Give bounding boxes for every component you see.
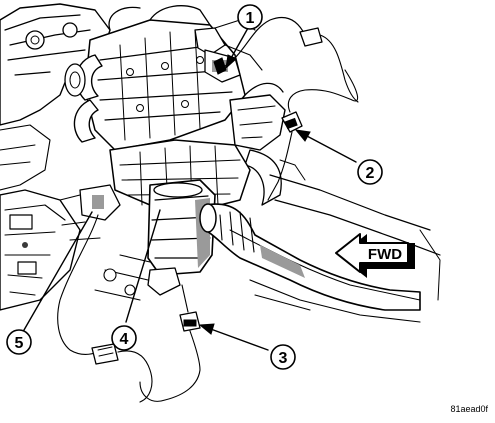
fwd-arrow: FWD (335, 233, 415, 278)
callout-1-label: 1 (246, 10, 255, 27)
callout-5-label: 5 (15, 335, 24, 352)
engine-assembly (0, 3, 441, 323)
callout-5: 5 (6, 329, 32, 355)
callout-2: 2 (357, 159, 383, 185)
callout-2-label: 2 (366, 165, 375, 182)
callout-4: 4 (111, 325, 137, 351)
oxygen-sensor-2 (267, 69, 359, 201)
fwd-label: FWD (368, 246, 402, 263)
figure-code: 81aead0f (450, 404, 488, 414)
oxygen-sensor-3 (139, 284, 201, 402)
callout-3: 3 (270, 344, 296, 370)
callout-3-label: 3 (279, 350, 288, 367)
oxygen-sensor-5-harness (57, 214, 153, 403)
callout-leaders (23, 27, 357, 351)
oxygen-sensor-1 (213, 16, 359, 103)
callout-1: 1 (237, 4, 263, 30)
callout-4-label: 4 (120, 331, 129, 348)
